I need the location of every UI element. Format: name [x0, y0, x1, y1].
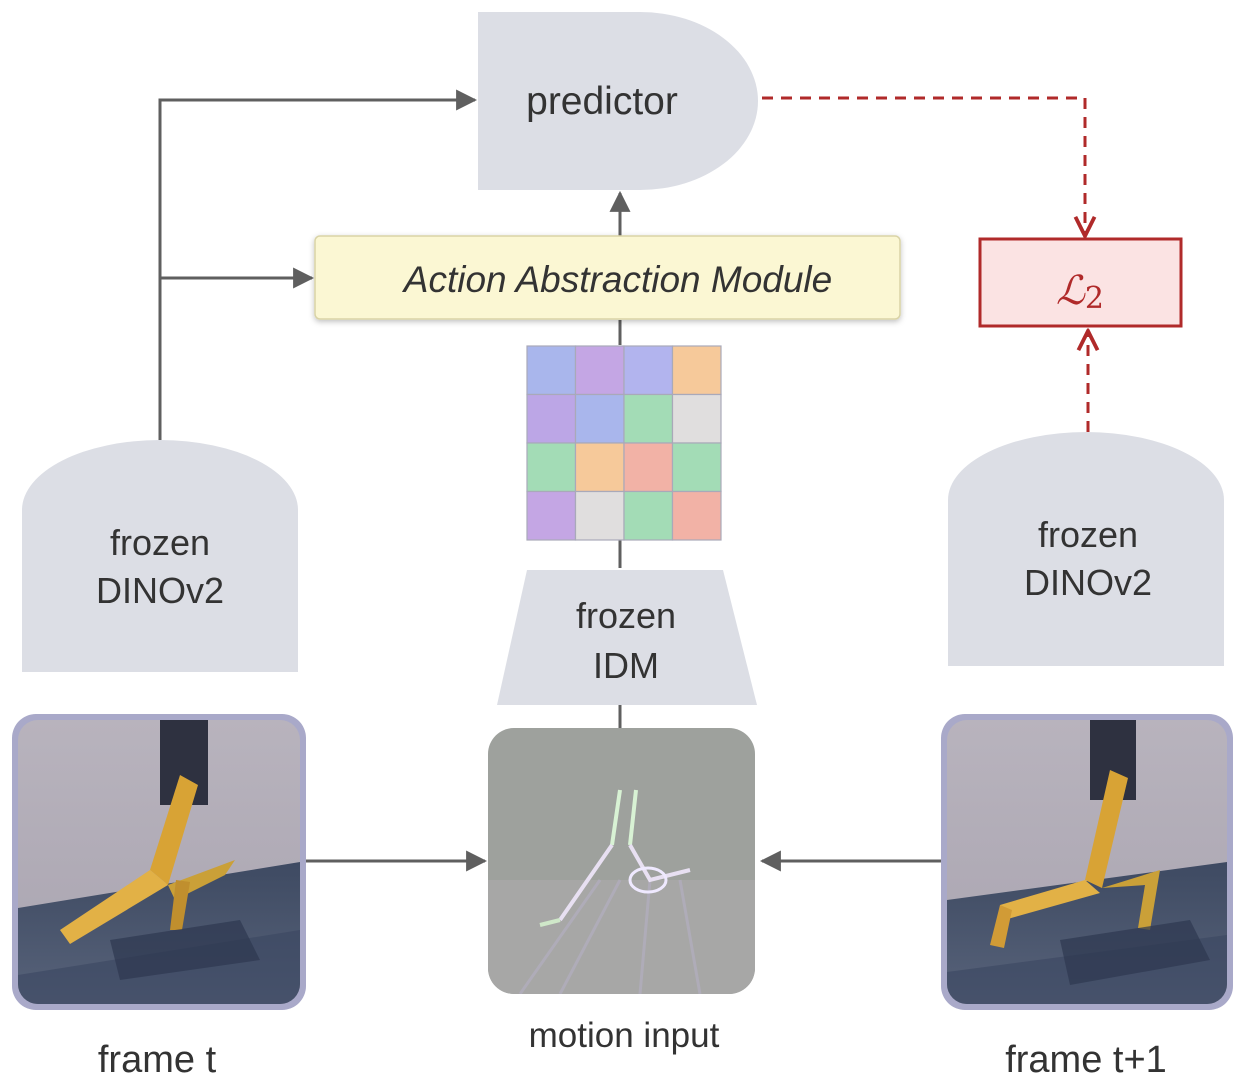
motion-input-label: motion input: [529, 1016, 720, 1055]
action-module-label: Action Abstraction Module: [402, 259, 832, 300]
token-cell: [623, 393, 674, 444]
loss-subscript: 2: [1085, 281, 1104, 316]
motion-input-image: motion input: [488, 728, 755, 1055]
dino-left-line1: frozen: [110, 522, 210, 563]
token-cell: [526, 442, 577, 493]
token-cell: [526, 393, 577, 444]
idm-node: frozen IDM: [497, 570, 757, 705]
predictor-node: predictor: [478, 12, 758, 190]
token-cell: [574, 442, 625, 493]
dino-left-line2: DINOv2: [96, 570, 224, 611]
dino-right-line2: DINOv2: [1024, 562, 1152, 603]
action-token-grid: [526, 345, 722, 541]
token-cell: [671, 490, 722, 541]
predictor-label: predictor: [526, 80, 678, 123]
loss-node: ℒ2: [978, 237, 1183, 328]
frame-t-image: frame t: [12, 714, 306, 1079]
token-cell: [623, 490, 674, 541]
dino-left-node: frozen DINOv2: [22, 440, 298, 672]
loss-symbol: ℒ: [1056, 268, 1086, 314]
frame-t-label: frame t: [98, 1039, 217, 1079]
dino-right-node: frozen DINOv2: [948, 432, 1224, 666]
loss-label: ℒ2: [1056, 268, 1104, 316]
token-cell: [671, 345, 722, 396]
token-cell: [671, 442, 722, 493]
token-cell: [574, 490, 625, 541]
frame-t1-image: frame t+1: [941, 714, 1233, 1079]
dino-right-line1: frozen: [1038, 514, 1138, 555]
idm-line2: IDM: [593, 645, 659, 686]
connectors: [158, 89, 948, 872]
idm-line1: frozen: [576, 595, 676, 636]
token-cell: [526, 345, 577, 396]
loss-connectors: [762, 96, 1088, 432]
action-module-node: Action Abstraction Module: [314, 235, 901, 320]
token-cell: [671, 393, 722, 444]
frame-t1-label: frame t+1: [1005, 1039, 1167, 1079]
token-cell: [623, 345, 674, 396]
token-cell: [574, 393, 625, 444]
arrow-predictor-to-loss: [762, 96, 1085, 236]
token-cell: [623, 442, 674, 493]
token-cell: [526, 490, 577, 541]
token-cell: [574, 345, 625, 396]
arrow-dino-left-to-predictor: [158, 89, 478, 440]
